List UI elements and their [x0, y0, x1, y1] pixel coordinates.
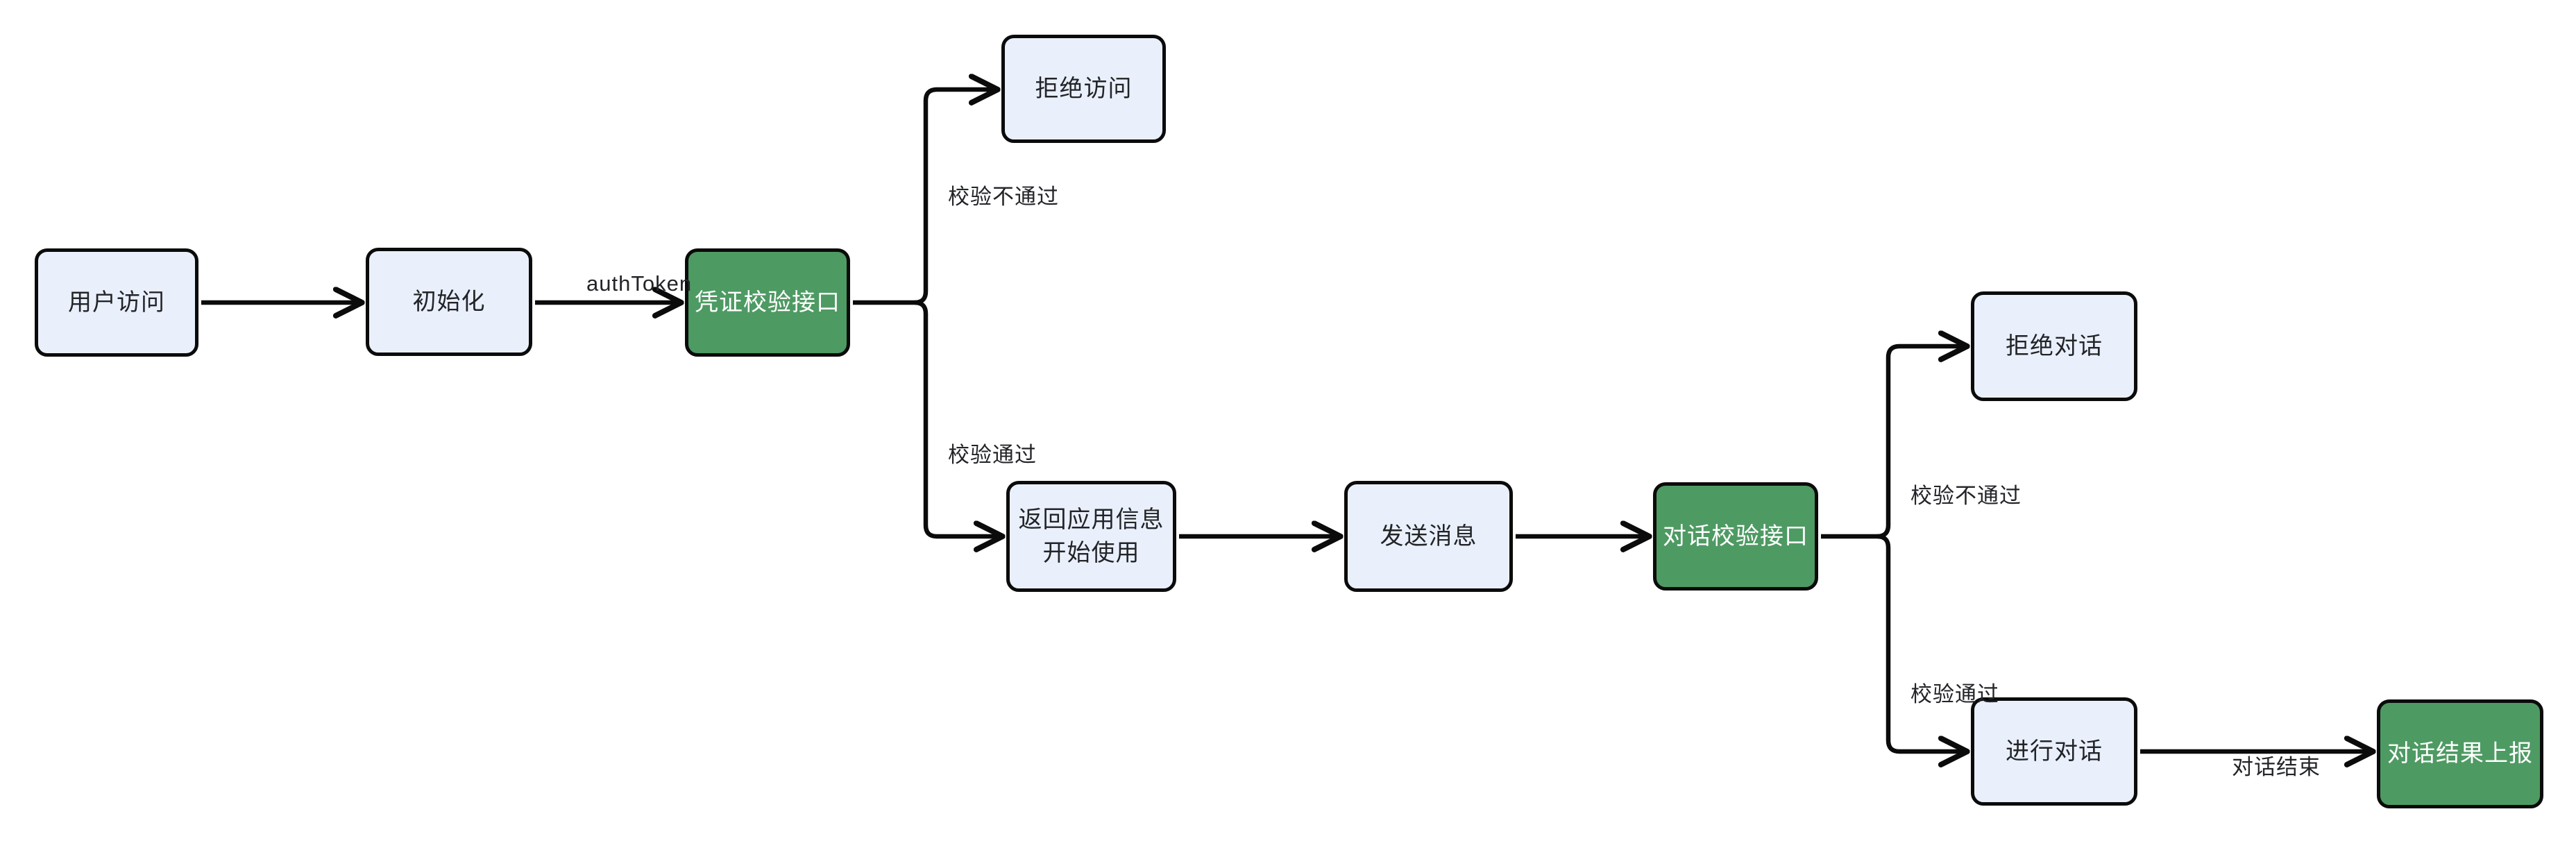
edge-label-dialog-verify-failed: 校验不通过 — [1910, 484, 2022, 508]
edge-label-dialog-finished: 对话结束 — [2232, 755, 2321, 779]
edge-credential-verify-to-return-app-info — [914, 300, 1000, 536]
edge-label-dialog-verify-passed: 校验通过 — [1910, 682, 1999, 706]
node-return-app-info[interactable]: 返回应用信息 开始使用 — [1006, 481, 1176, 592]
edge-dialog-verify-to-do-dialog — [1876, 534, 1965, 751]
node-deny-dialog[interactable]: 拒绝对话 — [1971, 291, 2137, 401]
node-report-result[interactable]: 对话结果上报 — [2377, 699, 2543, 808]
edge-label-credential-verify-passed: 校验通过 — [948, 443, 1037, 467]
node-dialog-verify[interactable]: 对话校验接口 — [1653, 482, 1818, 591]
node-do-dialog[interactable]: 进行对话 — [1971, 697, 2137, 806]
node-user-access[interactable]: 用户访问 — [35, 248, 198, 357]
node-send-message[interactable]: 发送消息 — [1344, 481, 1513, 592]
node-deny-access[interactable]: 拒绝访问 — [1001, 35, 1166, 143]
node-initialize[interactable]: 初始化 — [366, 248, 532, 356]
node-credential-verify[interactable]: 凭证校验接口 — [685, 248, 850, 357]
edge-label-auth-token: authToken — [586, 271, 693, 296]
edge-label-credential-verify-failed: 校验不通过 — [948, 185, 1059, 209]
